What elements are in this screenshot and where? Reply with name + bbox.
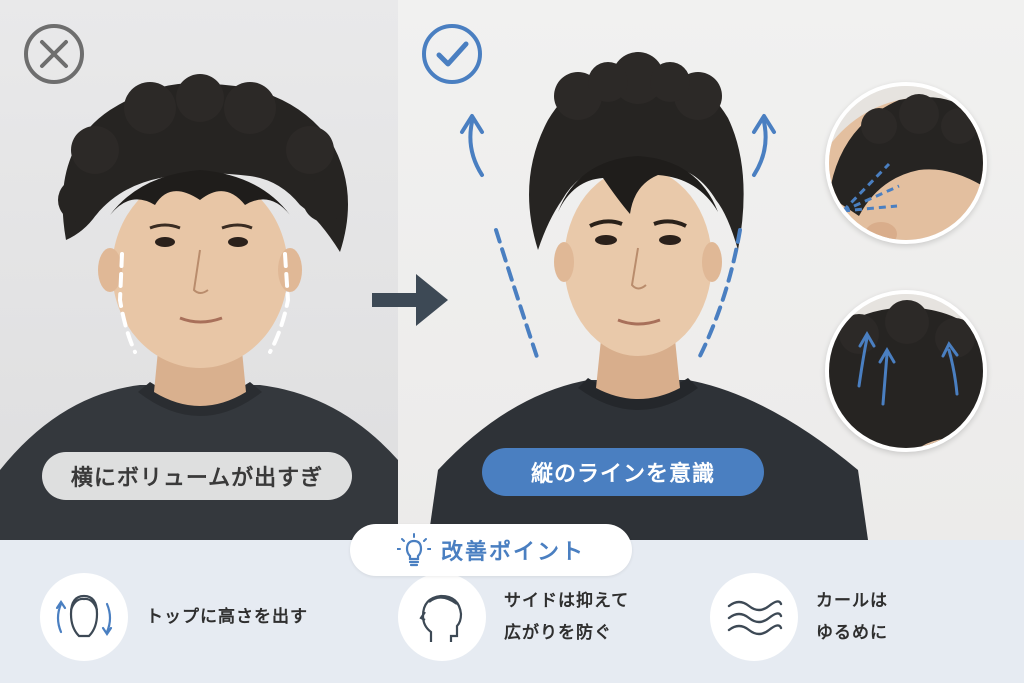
tip-1-line1: トップに高さを出す	[146, 607, 308, 627]
before-panel: 横にボリュームが出すぎ	[0, 0, 398, 540]
side-detail-circle	[825, 82, 987, 244]
profile-head-icon	[419, 594, 463, 642]
tip-3-line1: カールは	[816, 591, 888, 611]
arrow-right-icon	[372, 274, 448, 326]
top-hair-detail	[829, 294, 983, 448]
check-circle-icon	[422, 24, 482, 84]
after-caption: 縦のラインを意識	[482, 448, 764, 496]
lightbulb-icon	[396, 533, 431, 567]
top-detail-circle	[825, 290, 987, 452]
tip-side-control: サイドは抑えて 広がりを防ぐ	[398, 570, 629, 664]
tips-header: 改善ポイント	[350, 524, 632, 576]
head-rotate-icon	[55, 594, 113, 638]
tips-title: 改善ポイント	[440, 540, 585, 565]
tip-3-line2: ゆるめに	[816, 623, 888, 643]
tip-2-line2: 広がりを防ぐ	[504, 623, 612, 643]
waves-icon	[727, 600, 783, 636]
side-hair-detail	[829, 86, 983, 240]
before-portrait	[0, 74, 398, 540]
before-caption: 横にボリュームが出すぎ	[42, 452, 352, 500]
tip-loose-curl: カールは ゆるめに	[710, 570, 888, 664]
cross-circle-icon	[24, 24, 84, 84]
after-panel: 縦のラインを意識	[398, 0, 1024, 540]
tip-2-line1: サイドは抑えて	[504, 591, 630, 611]
tip-top-height: トップに高さを出す	[40, 570, 308, 664]
